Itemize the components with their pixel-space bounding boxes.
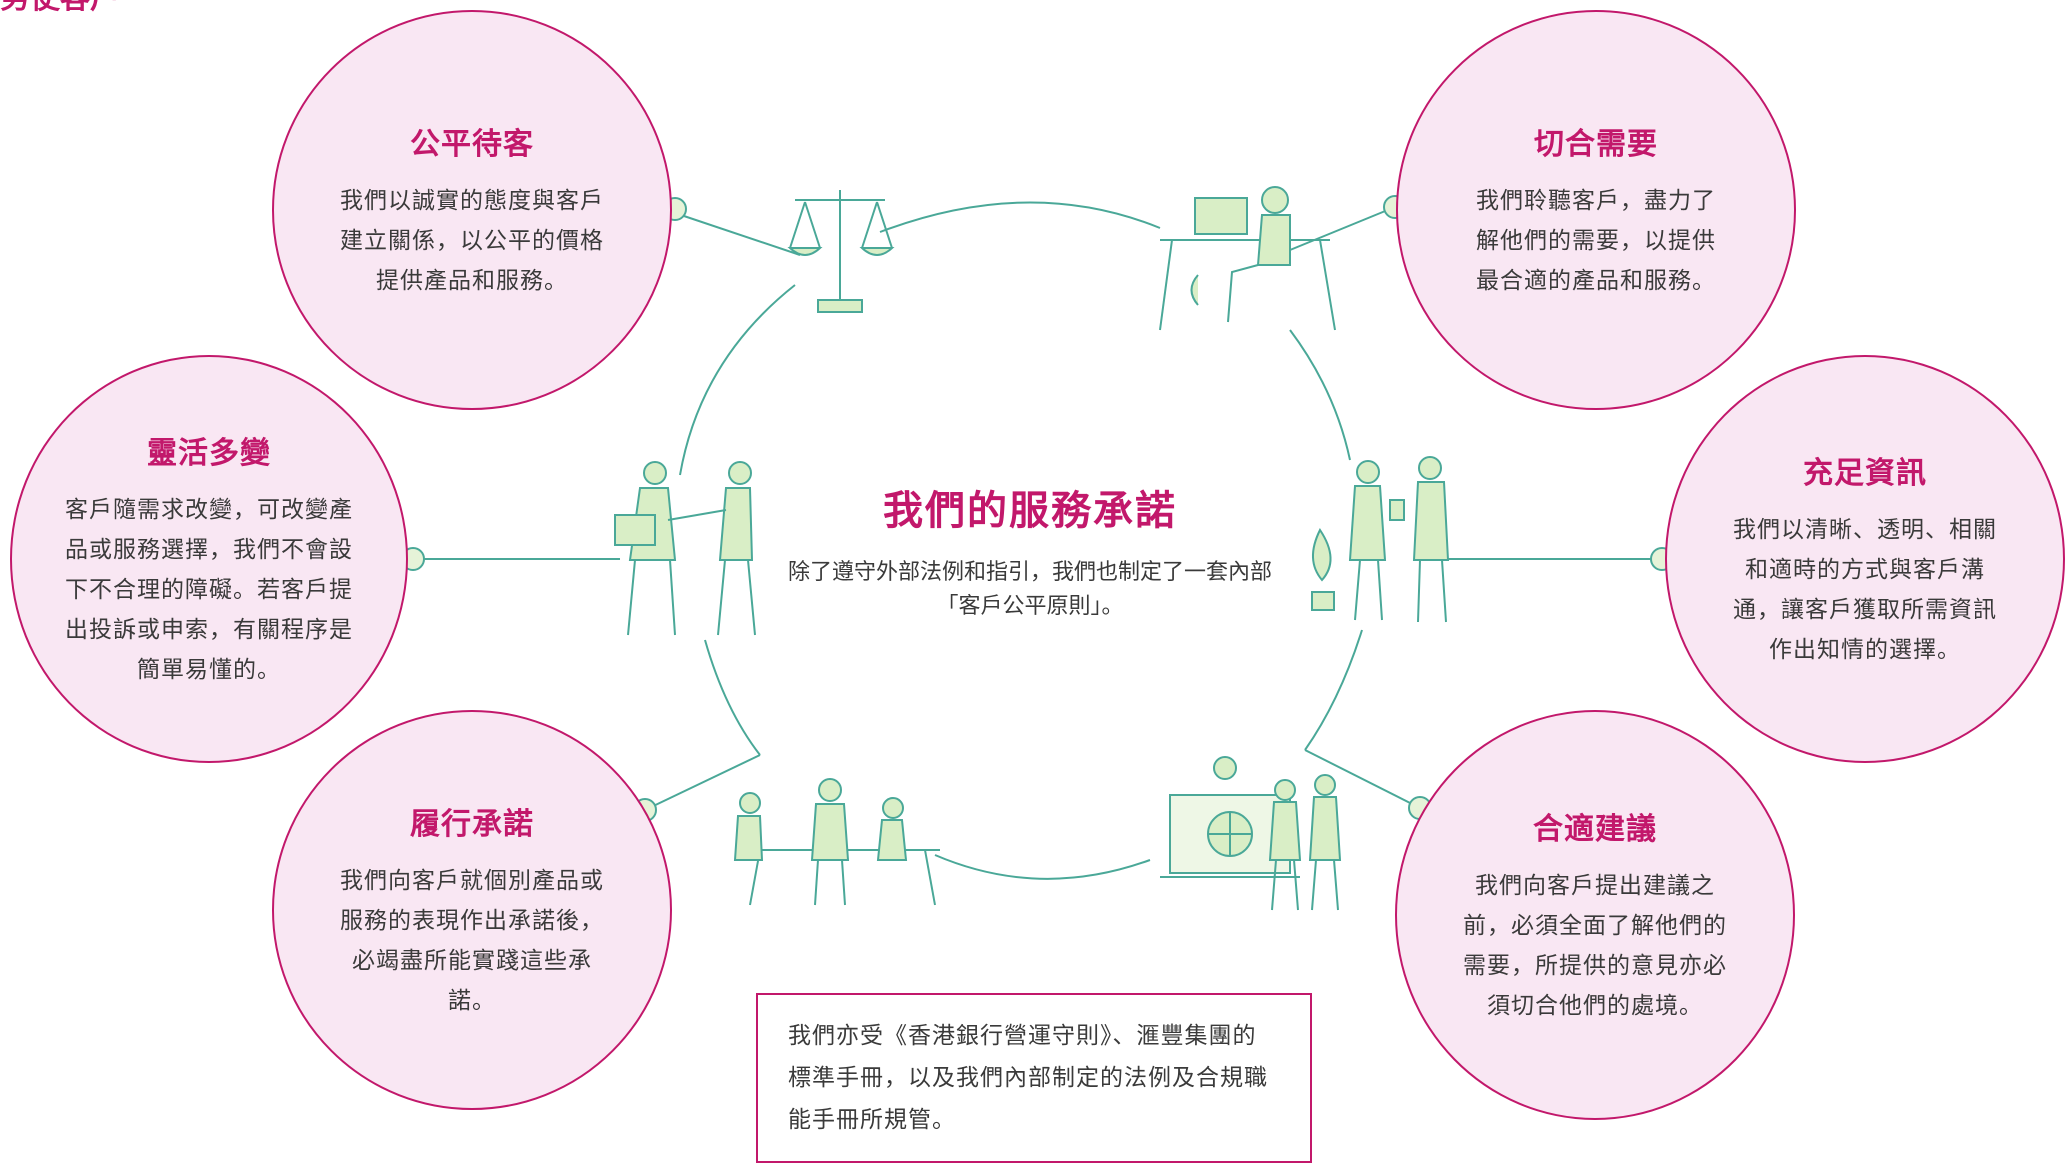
circle-body: 我們以誠實的態度與客戶建立關係，以公平的價格提供產品和服務。 xyxy=(340,188,604,294)
handshake-illustration xyxy=(614,461,756,636)
circle-body: 客戶隨需求改變，可改變產品或服務選擇，我們不會設下不合理的障礙。若客戶提出投訴或… xyxy=(65,497,353,683)
meeting-illustration xyxy=(733,778,940,906)
circle-title: 合適建議 xyxy=(1533,812,1657,847)
desk-worker-illustration xyxy=(1159,186,1336,331)
circle-meet-needs: 切合需要 我們聆聽客戶，盡力了解他們的需要，以提供最合適的產品和服務。 xyxy=(1396,10,1796,410)
center-body: 除了遵守外部法例和指引，我們也制定了一套內部「客戶公平原則」。 xyxy=(787,560,1272,619)
circle-body: 我們以清晰、透明、相關和適時的方式與客戶溝通，讓客戶獲取所需資訊作出知情的選擇。 xyxy=(1733,517,1997,663)
circle-title: 充足資訊 xyxy=(1803,456,1927,491)
spoke-advice xyxy=(1304,749,1421,809)
scales-illustration xyxy=(787,190,895,313)
circle-fair-treatment: 公平待客 我們以誠實的態度與客戶建立關係，以公平的價格提供產品和服務。 xyxy=(272,10,672,410)
circle-keep-promises: 履行承諾 我們向客戶就個別產品或服務的表現作出承諾後，必竭盡所能實踐這些承諾。 xyxy=(272,710,672,1110)
center-block: 我們的服務承諾 除了遵守外部法例和指引，我們也制定了一套內部「客戶公平原則」。 xyxy=(780,478,1280,624)
presentation-illustration xyxy=(1160,756,1342,911)
ring-arc-bottom xyxy=(934,854,1151,880)
circle-flexibility: 靈活多變 客戶隨需求改變，可改變產品或服務選擇，我們不會設下不合理的障礙。若客戶… xyxy=(10,355,408,763)
circle-body: 我們聆聽客戶，盡力了解他們的需要，以提供最合適的產品和服務。 xyxy=(1476,188,1716,294)
consultation-illustration xyxy=(1311,456,1450,623)
ring-arc-top-right xyxy=(1289,329,1351,461)
ring-arc-top xyxy=(879,201,1161,233)
ring-arc-bottom-left xyxy=(704,639,761,756)
circle-title: 公平待客 xyxy=(410,127,534,162)
circle-title: 切合需要 xyxy=(1534,127,1658,162)
circle-body: 我們向客戶就個別產品或服務的表現作出承諾後，必竭盡所能實踐這些承諾。 xyxy=(340,868,604,1014)
corner-heading-fragment: 务使客户 xyxy=(0,0,120,14)
circle-title: 靈活多變 xyxy=(147,436,271,471)
spoke-commitment xyxy=(644,754,761,811)
regulation-note-text: 我們亦受《香港銀行營運守則》、滙豐集團的標準手冊，以及我們內部制定的法例及合規職… xyxy=(788,1023,1268,1133)
regulation-note-box: 我們亦受《香港銀行營運守則》、滙豐集團的標準手冊，以及我們內部制定的法例及合規職… xyxy=(756,993,1312,1163)
circle-sufficient-information: 充足資訊 我們以清晰、透明、相關和適時的方式與客戶溝通，讓客戶獲取所需資訊作出知… xyxy=(1665,355,2065,763)
ring-arc-bottom-right xyxy=(1304,629,1363,751)
spoke-needs xyxy=(1289,206,1396,251)
circle-body: 我們向客戶提出建議之前，必須全面了解他們的需要，所提供的意見亦必須切合他們的處境… xyxy=(1463,873,1727,1019)
circle-suitable-advice: 合適建議 我們向客戶提出建議之前，必須全面了解他們的需要，所提供的意見亦必須切合… xyxy=(1395,710,1795,1120)
circle-title: 履行承諾 xyxy=(410,807,534,842)
ring-arc-top-left xyxy=(679,284,796,476)
spoke-fair xyxy=(674,212,801,256)
center-title: 我們的服務承諾 xyxy=(883,488,1177,534)
